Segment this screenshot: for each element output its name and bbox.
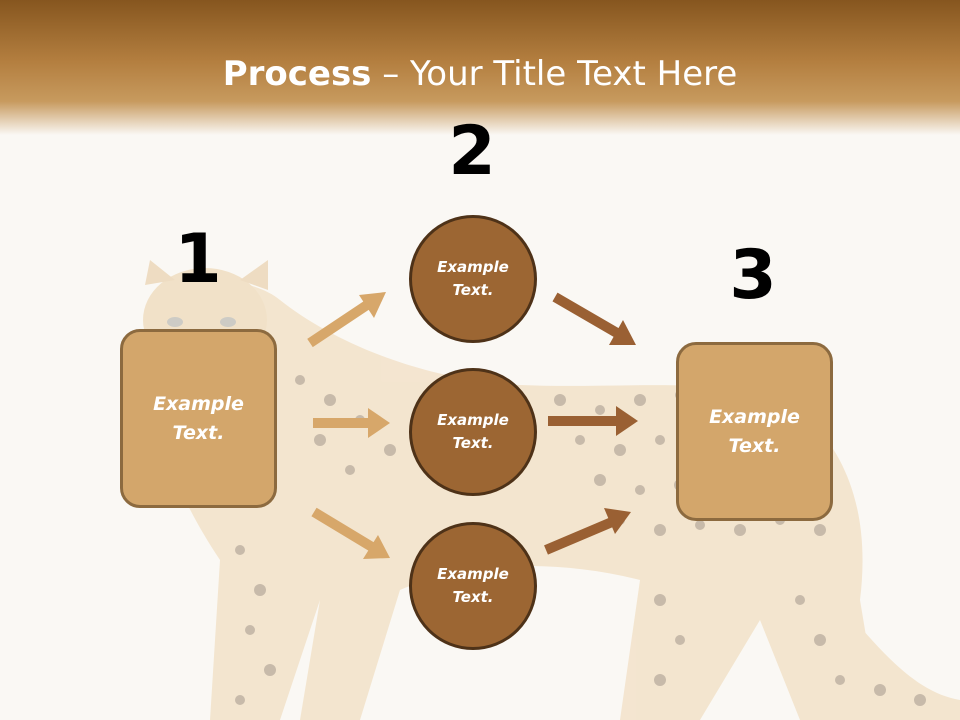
header-band <box>0 0 960 135</box>
step-3-text: Example Text. <box>709 405 800 457</box>
title-rest: – Your Title Text Here <box>371 54 738 94</box>
arrow-top-to-3 <box>552 292 636 345</box>
step-number-2: 2 <box>448 112 496 191</box>
title-bold: Process <box>222 54 372 94</box>
step-1-box: Example Text. <box>120 329 277 508</box>
step-2-circle-top: Example Text. <box>409 215 537 343</box>
slide-title: Process – Your Title Text Here <box>0 52 960 96</box>
step-2-bottom-text: Example Text. <box>437 565 509 606</box>
arrow-1-to-top <box>307 292 386 348</box>
arrow-1-to-middle <box>313 408 390 438</box>
step-3-box: Example Text. <box>676 342 833 521</box>
step-2-top-text: Example Text. <box>437 258 509 299</box>
step-2-circle-middle: Example Text. <box>409 368 537 496</box>
arrow-1-to-bottom <box>311 507 390 559</box>
step-2-middle-text: Example Text. <box>437 411 509 452</box>
arrow-middle-to-3 <box>548 406 638 436</box>
step-1-text: Example Text. <box>153 392 244 444</box>
step-number-3: 3 <box>729 236 777 315</box>
step-2-circle-bottom: Example Text. <box>409 522 537 650</box>
step-number-1: 1 <box>174 220 222 299</box>
arrow-bottom-to-3 <box>544 508 631 555</box>
